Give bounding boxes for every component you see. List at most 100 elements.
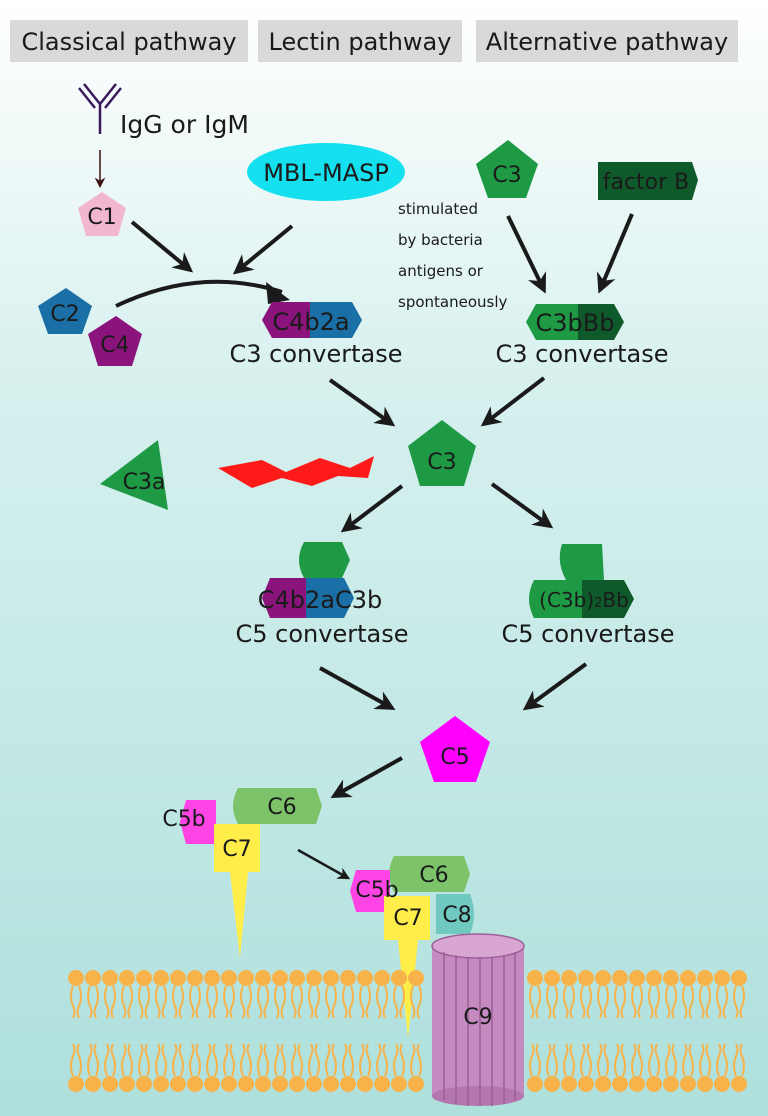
lipid-head [119, 1076, 135, 1092]
c6-first-label: C6 [267, 795, 296, 820]
lipid-head [187, 1076, 203, 1092]
lipid-tail [376, 1043, 388, 1077]
lipid-head [289, 1076, 305, 1092]
stimulus-line-3: antigens or [398, 262, 484, 280]
lipid-tail [155, 1043, 167, 1077]
lipid-tail [121, 1043, 133, 1077]
lipid-head [119, 970, 135, 986]
c5-convertase-left-complex-label: C4b2aC3b [258, 586, 383, 614]
lipid-head [170, 1076, 186, 1092]
header-lectin: Lectin pathway [258, 20, 462, 62]
lipid-tail [359, 1043, 371, 1077]
lipid-head [340, 970, 356, 986]
lipid-tail [614, 1043, 626, 1077]
c7-second-label: C7 [393, 906, 422, 931]
c3a-label: C3a [123, 470, 166, 495]
lipid-tail [240, 1043, 252, 1077]
right-c5conv-to-c5-arrow [522, 662, 588, 711]
lipid-head [561, 1076, 577, 1092]
c5-convertase-right-complex: (C3b)2Bb [529, 544, 634, 618]
lipid-tail [716, 985, 728, 1019]
lipid-tail [240, 985, 252, 1019]
lipid-tail [257, 985, 269, 1019]
lipid-tail [597, 1043, 609, 1077]
cleavage-zigzag-icon [218, 456, 374, 488]
right-c3conv-to-c3-arrow [480, 376, 546, 427]
lipid-head [306, 970, 322, 986]
lipid-tail [308, 1043, 320, 1077]
lipid-head [153, 1076, 169, 1092]
lipid-head [391, 970, 407, 986]
c5-to-c5b67-arrow [330, 756, 403, 798]
header-alternative: Alternative pathway [476, 20, 738, 62]
c3-alternative-label: C3 [492, 163, 521, 188]
lipid-head [323, 970, 339, 986]
lipid-head [629, 970, 645, 986]
lipid-head [340, 1076, 356, 1092]
lipid-head [204, 1076, 220, 1092]
c3a-fragment: C3a [100, 440, 168, 510]
lipid-head [578, 970, 594, 986]
lipid-tail [325, 1043, 337, 1077]
mac-assembly-complex: C6 C5b C7 C8 [350, 856, 474, 1038]
lipid-head [170, 970, 186, 986]
lipid-tail [563, 985, 575, 1019]
c5-protein: C5 [420, 716, 490, 782]
left-c5conv-to-c5-arrow [319, 666, 396, 710]
lipid-head [255, 970, 271, 986]
lipid-tail [104, 985, 116, 1019]
header-classical-label: Classical pathway [21, 28, 236, 56]
lipid-head [255, 1076, 271, 1092]
c5b-first-label: C5b [162, 807, 205, 832]
lipid-head [680, 1076, 696, 1092]
c5-convertase-left-label: C5 convertase [236, 620, 409, 648]
lipid-tail [665, 985, 677, 1019]
lipid-head [646, 970, 662, 986]
lipid-tail [614, 985, 626, 1019]
c3-convertase-right-label: C3 convertase [496, 340, 669, 368]
c3-convertase-left-label: C3 convertase [230, 340, 403, 368]
lipid-head [374, 1076, 390, 1092]
lipid-head [731, 1076, 747, 1092]
lipid-head [102, 1076, 118, 1092]
lipid-head [663, 970, 679, 986]
lipid-tail [665, 1043, 677, 1077]
lipid-head [272, 970, 288, 986]
c3-center-label: C3 [427, 450, 456, 475]
lipid-tail [648, 1043, 660, 1077]
lipid-tail [70, 985, 82, 1019]
c5-label: C5 [440, 745, 469, 770]
lipid-head [697, 1076, 713, 1092]
lipid-tail [682, 985, 694, 1019]
c3-alternative-protein: C3 [476, 140, 538, 198]
lipid-head [187, 970, 203, 986]
lipid-head [391, 1076, 407, 1092]
c3-to-left-c5conv-arrow [340, 484, 404, 533]
lipid-head [714, 970, 730, 986]
factor-b-label: factor B [603, 170, 690, 195]
lipid-tail [699, 1043, 711, 1077]
lipid-head [544, 970, 560, 986]
c7-first-label: C7 [222, 837, 251, 862]
lipid-head [595, 1076, 611, 1092]
lipid-tail [529, 985, 541, 1019]
lipid-head [663, 1076, 679, 1092]
lipid-head [68, 1076, 84, 1092]
lipid-head [731, 970, 747, 986]
lipid-tail [138, 985, 150, 1019]
lipid-head [85, 1076, 101, 1092]
lipid-tail [682, 1043, 694, 1077]
bb-text: Bb [602, 588, 628, 612]
c2-protein: C2 [38, 288, 92, 334]
lipid-head [289, 970, 305, 986]
lipid-tail [70, 1043, 82, 1077]
c3-to-c3bbb-arrow [506, 215, 546, 294]
lipid-head [612, 970, 628, 986]
c5b-second-label: C5b [355, 878, 398, 903]
lipid-bilayer-membrane [68, 970, 747, 1092]
c3bbb-complex: C3bBb [526, 304, 624, 340]
c3-to-right-c5conv-arrow [490, 482, 554, 529]
lipid-tail [733, 1043, 745, 1077]
c4-label: C4 [100, 333, 129, 358]
